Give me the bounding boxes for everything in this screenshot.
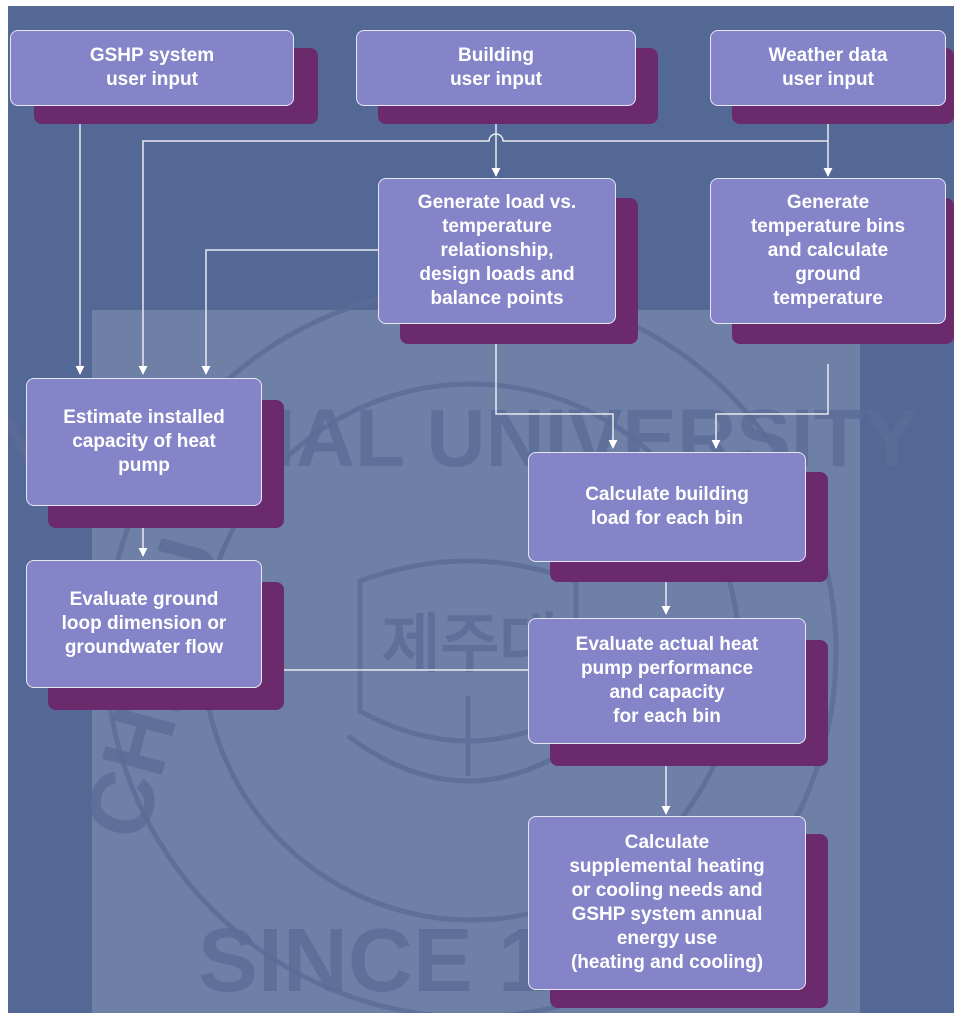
node-label: Estimate installed capacity of heat pump [26,378,262,506]
node-label: Calculate building load for each bin [528,452,806,562]
node-generate-temperature-bins: Generate temperature bins and calculate … [710,178,954,344]
node-evaluate-ground-loop: Evaluate ground loop dimension or ground… [26,560,284,710]
node-label: Evaluate actual heat pump performance an… [528,618,806,744]
node-label: Evaluate ground loop dimension or ground… [26,560,262,688]
node-calculate-supplemental-heating: Calculate supplemental heating or coolin… [528,816,828,1008]
node-label: Building user input [356,30,636,106]
node-label: Weather data user input [710,30,946,106]
node-generate-load-temperature: Generate load vs. temperature relationsh… [378,178,638,344]
connector-load-to-building-load [495,344,618,449]
node-label: GSHP system user input [10,30,294,106]
node-building-user-input: Building user input [356,30,658,124]
connector-load-to-estimate [201,249,378,375]
node-estimate-installed-capacity: Estimate installed capacity of heat pump [26,378,284,528]
connector-bins-to-building-load [711,364,829,449]
node-evaluate-heat-pump-performance: Evaluate actual heat pump performance an… [528,618,828,766]
node-label: Generate temperature bins and calculate … [710,178,946,324]
connector-weather-to-estimate [138,133,828,375]
node-label: Calculate supplemental heating or coolin… [528,816,806,990]
node-gshp-user-input: GSHP system user input [10,30,318,124]
node-weather-user-input: Weather data user input [710,30,954,124]
node-label: Generate load vs. temperature relationsh… [378,178,616,324]
node-calculate-building-load: Calculate building load for each bin [528,452,828,582]
diagram-frame: 제주대 NATIONAL UNIVERSITY SINCE 19 CHEJU G… [8,6,954,1013]
